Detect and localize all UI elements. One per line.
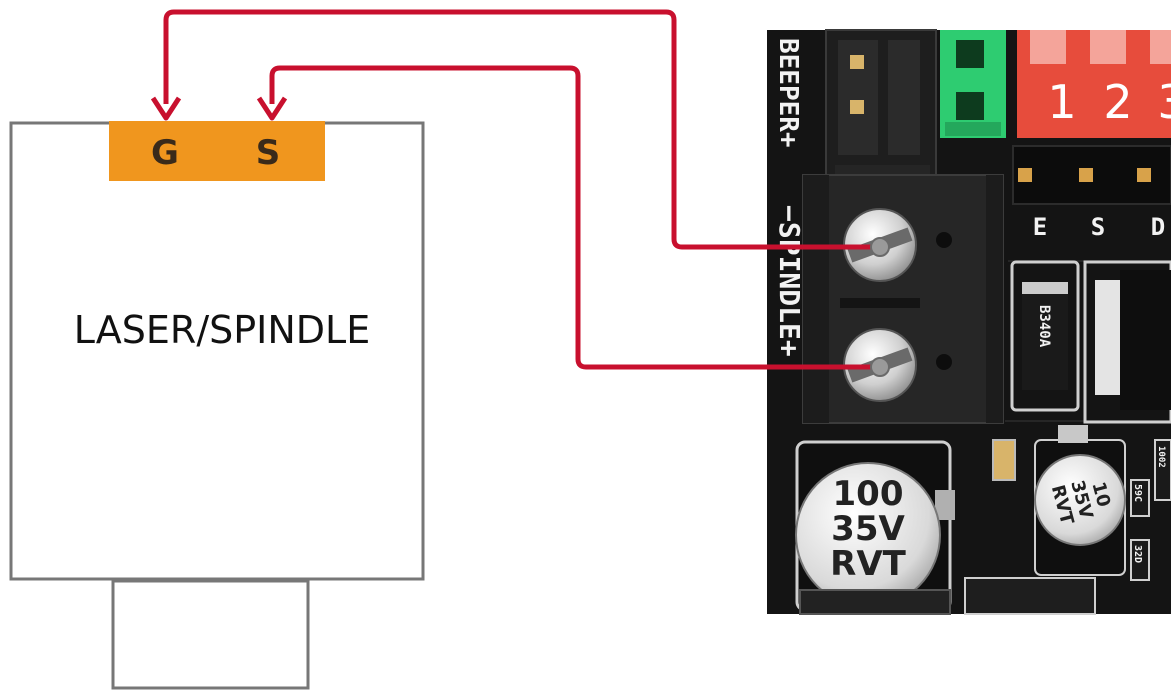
wire-g <box>163 9 880 250</box>
header-label-e: E <box>1033 213 1047 241</box>
resistor-label-32d: 32D <box>1132 545 1143 563</box>
cap-large-value: 100 <box>833 474 904 514</box>
header-label-d: D <box>1151 213 1165 241</box>
header-pin <box>1079 168 1093 182</box>
arrow-s <box>256 96 288 121</box>
dip-switch: 1 2 3 <box>1017 30 1171 138</box>
dip-number-1: 1 <box>1047 75 1076 129</box>
beeper-pin <box>850 100 864 114</box>
pin-label-g: G <box>151 133 179 173</box>
pin-label-s: S <box>256 133 281 173</box>
resistor-group: 59C 32D 1002 <box>1130 439 1171 581</box>
arrow-g <box>150 96 182 121</box>
smd-component <box>992 439 1016 481</box>
device-label: LASER/SPINDLE <box>74 308 371 352</box>
dip-number-3: 3 <box>1157 75 1171 129</box>
beeper-connector <box>825 29 937 191</box>
cap-large-voltage: 35V <box>831 509 905 549</box>
wiring <box>150 9 890 377</box>
header-label-s: S <box>1091 213 1105 241</box>
capacitor-large: 100 35V RVT <box>795 440 955 612</box>
pin-block <box>109 121 325 181</box>
laser-spindle-device: G S LASER/SPINDLE <box>9 121 425 690</box>
cap-large-series: RVT <box>830 544 906 584</box>
controller-board: BEEPER+ 1 2 3 <box>767 29 1171 615</box>
beeper-silkscreen: BEEPER+ <box>773 38 803 148</box>
dip-number-2: 2 <box>1103 75 1132 129</box>
resistor-label-1002: 1002 <box>1156 446 1166 468</box>
wire-s-connection-point <box>870 357 890 377</box>
spindle-silkscreen: −SPINDLE+ <box>773 205 806 357</box>
header-pin <box>1137 168 1151 182</box>
pin-header: E S D <box>1012 145 1171 241</box>
device-body <box>9 121 425 581</box>
device-nozzle <box>111 579 310 690</box>
spindle-screw-terminal <box>802 174 1004 424</box>
capacitor-small: 10 35V RVT <box>1034 425 1126 576</box>
resistor-label-59c: 59C <box>1132 484 1143 502</box>
diode-label: B340A <box>1036 305 1052 348</box>
header-pin <box>1018 168 1032 182</box>
diode-component: B340A <box>1010 260 1080 412</box>
beeper-pin <box>850 55 864 69</box>
green-connector <box>940 30 1006 138</box>
wire-g-connection-point <box>870 237 890 257</box>
bottom-component <box>799 589 951 615</box>
bottom-component <box>964 577 1096 615</box>
wire-s <box>269 65 880 370</box>
ic-regulator <box>1083 260 1171 424</box>
